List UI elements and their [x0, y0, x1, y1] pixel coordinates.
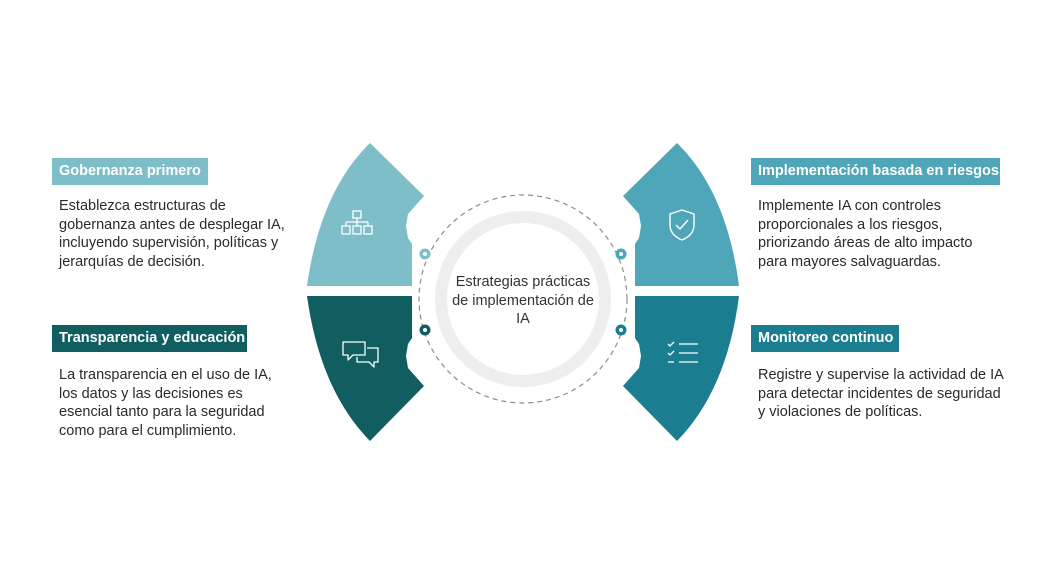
description-governance: Establezca estructuras de gobernanza ant… [59, 198, 285, 270]
segment-governance [307, 143, 424, 286]
label-governance: Gobernanza primero [52, 158, 208, 185]
connector-dot-transparency [419, 324, 431, 336]
label-risk: Implementación basada en riesgos [751, 158, 1000, 185]
connector-dot-monitoring [615, 324, 627, 336]
segment-transparency [307, 296, 424, 441]
shield-check-icon [669, 209, 695, 241]
chat-bubbles-icon [342, 341, 379, 368]
checklist-icon [667, 341, 698, 363]
hierarchy-icon [341, 210, 373, 235]
inner-ring [435, 211, 611, 387]
label-transparency: Transparencia y educación [52, 325, 247, 352]
label-monitoring: Monitoreo continuo [751, 325, 899, 352]
segment-monitoring [623, 296, 739, 441]
description-transparency: La transparencia en el uso de IA, los da… [59, 367, 272, 439]
connector-dot-governance [419, 248, 431, 260]
description-risk: Implemente IA con controles proporcional… [758, 198, 973, 270]
connector-dot-risk [615, 248, 627, 260]
center-title: Estrategias prácticas de implementación … [452, 274, 594, 327]
dashed-ring [418, 194, 628, 404]
description-monitoring: Registre y supervise la actividad de IA … [758, 367, 1004, 420]
segment-risk [623, 143, 739, 286]
